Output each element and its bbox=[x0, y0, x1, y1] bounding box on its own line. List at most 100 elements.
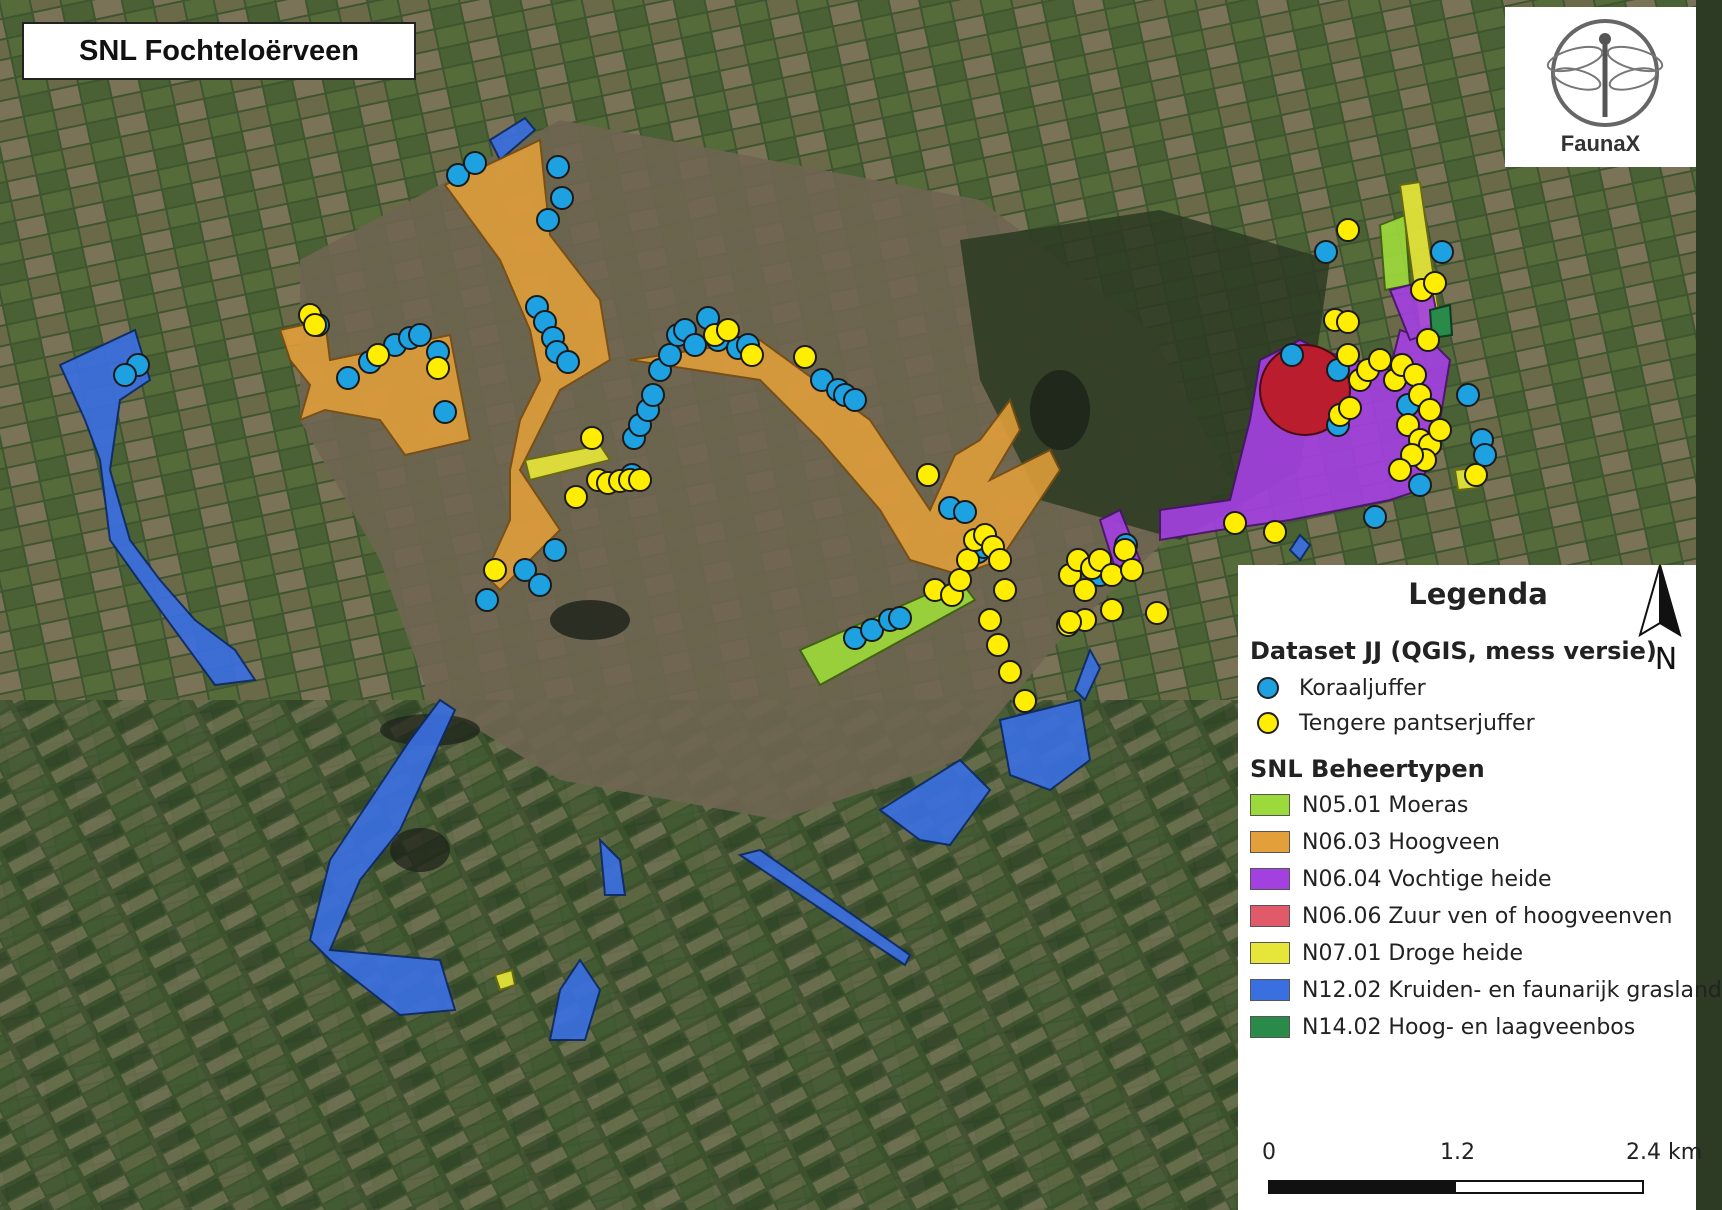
observation-point bbox=[956, 548, 980, 572]
scale-bar bbox=[1268, 1180, 1644, 1194]
tengere-pantserjuffer-points bbox=[298, 218, 1488, 713]
species-marker-icon bbox=[1257, 712, 1279, 734]
observation-point bbox=[1456, 383, 1480, 407]
observation-point bbox=[1464, 463, 1488, 487]
legend-swatch bbox=[1250, 831, 1290, 853]
legend-title: Legenda bbox=[1408, 577, 1548, 611]
legend-panel: Legenda Dataset JJ (QGIS, mess versie) K… bbox=[1238, 565, 1722, 1210]
legend-swatch bbox=[1250, 905, 1290, 927]
legend-type-item: N05.01 Moeras bbox=[1250, 788, 1468, 822]
north-label: N bbox=[1655, 642, 1677, 677]
observation-point bbox=[1100, 598, 1124, 622]
faunax-logo: FaunaX bbox=[1505, 7, 1696, 167]
scale-bar-fill bbox=[1270, 1182, 1456, 1192]
legend-swatch bbox=[1250, 1016, 1290, 1038]
observation-point bbox=[1336, 218, 1360, 242]
observation-point bbox=[948, 568, 972, 592]
observation-point bbox=[1363, 505, 1387, 529]
observation-point bbox=[1145, 601, 1169, 625]
north-arrow: N bbox=[1638, 564, 1696, 679]
scale-label: 0 bbox=[1262, 1140, 1276, 1165]
observation-point bbox=[1280, 343, 1304, 367]
legend-species-label: Koraaljuffer bbox=[1299, 675, 1426, 701]
observation-point bbox=[1430, 240, 1454, 264]
legend-type-label: N14.02 Hoog- en laagveenbos bbox=[1302, 1014, 1636, 1040]
observation-point bbox=[1423, 271, 1447, 295]
logo-text: FaunaX bbox=[1560, 131, 1641, 156]
observation-point bbox=[336, 366, 360, 390]
scale-label: 2.4 km bbox=[1626, 1140, 1703, 1165]
legend-type-label: N06.06 Zuur ven of hoogveenven bbox=[1302, 903, 1673, 929]
observation-point bbox=[513, 558, 537, 582]
observation-point bbox=[528, 573, 552, 597]
species-marker-icon bbox=[1257, 677, 1279, 699]
legend-dataset-title: Dataset JJ (QGIS, mess versie) bbox=[1250, 637, 1657, 665]
observation-point bbox=[1013, 689, 1037, 713]
legend-type-label: N07.01 Droge heide bbox=[1302, 940, 1523, 966]
observation-point bbox=[628, 468, 652, 492]
north-arrow-icon: N bbox=[1638, 564, 1682, 677]
observation-point bbox=[536, 208, 560, 232]
legend-swatch bbox=[1250, 868, 1290, 890]
observation-point bbox=[433, 400, 457, 424]
legend-species-item: Tengere pantserjuffer bbox=[1250, 706, 1535, 740]
observation-point bbox=[483, 558, 507, 582]
observation-point bbox=[916, 463, 940, 487]
observation-point bbox=[740, 343, 764, 367]
observation-point bbox=[1113, 538, 1137, 562]
observation-point bbox=[986, 633, 1010, 657]
observation-point bbox=[1073, 578, 1097, 602]
observation-point bbox=[1338, 396, 1362, 420]
observation-point bbox=[446, 163, 470, 187]
observation-point bbox=[546, 155, 570, 179]
observation-point bbox=[303, 313, 327, 337]
legend-type-item: N14.02 Hoog- en laagveenbos bbox=[1250, 1010, 1635, 1044]
observation-point bbox=[1388, 458, 1412, 482]
observation-point bbox=[580, 426, 604, 450]
observation-point bbox=[408, 323, 432, 347]
observation-point bbox=[1263, 520, 1287, 544]
observation-point bbox=[1223, 511, 1247, 535]
observation-point bbox=[550, 186, 574, 210]
legend-swatch bbox=[1250, 979, 1290, 1001]
observation-point bbox=[716, 318, 740, 342]
observation-point bbox=[113, 363, 137, 387]
observation-point bbox=[1416, 328, 1440, 352]
observation-point bbox=[1336, 343, 1360, 367]
observation-point bbox=[888, 606, 912, 630]
legend-type-item: N06.06 Zuur ven of hoogveenven bbox=[1250, 899, 1672, 933]
legend-type-label: N12.02 Kruiden- en faunarijk grasland bbox=[1302, 977, 1722, 1003]
legend-species-item: Koraaljuffer bbox=[1250, 671, 1426, 705]
observation-point bbox=[543, 538, 567, 562]
observation-point bbox=[1336, 310, 1360, 334]
observation-point bbox=[1100, 563, 1124, 587]
observation-point bbox=[1314, 240, 1338, 264]
observation-point bbox=[1418, 398, 1442, 422]
observation-point bbox=[475, 588, 499, 612]
legend-types-title: SNL Beheertypen bbox=[1250, 755, 1485, 783]
legend-swatch bbox=[1250, 794, 1290, 816]
scale-label: 1.2 bbox=[1440, 1140, 1475, 1165]
observation-point bbox=[366, 343, 390, 367]
observation-point bbox=[556, 350, 580, 374]
observation-point bbox=[463, 151, 487, 175]
pond bbox=[550, 600, 630, 640]
dragonfly-icon bbox=[1546, 19, 1664, 127]
pond bbox=[390, 828, 450, 872]
legend-swatch bbox=[1250, 942, 1290, 964]
legend-type-item: N06.04 Vochtige heide bbox=[1250, 862, 1552, 896]
observation-point bbox=[1428, 418, 1452, 442]
legend-type-label: N06.03 Hoogveen bbox=[1302, 829, 1500, 855]
map-title: SNL Fochteloërveen bbox=[22, 22, 416, 80]
observation-point bbox=[426, 356, 450, 380]
legend-type-item: N12.02 Kruiden- en faunarijk grasland bbox=[1250, 973, 1722, 1007]
observation-point bbox=[658, 343, 682, 367]
observation-point bbox=[1473, 443, 1497, 467]
legend-type-label: N05.01 Moeras bbox=[1302, 792, 1469, 818]
observation-point bbox=[843, 388, 867, 412]
observation-point bbox=[1403, 363, 1427, 387]
legend-species-label: Tengere pantserjuffer bbox=[1299, 710, 1535, 736]
observation-point bbox=[683, 333, 707, 357]
legend-type-label: N06.04 Vochtige heide bbox=[1302, 866, 1552, 892]
observation-point bbox=[953, 500, 977, 524]
